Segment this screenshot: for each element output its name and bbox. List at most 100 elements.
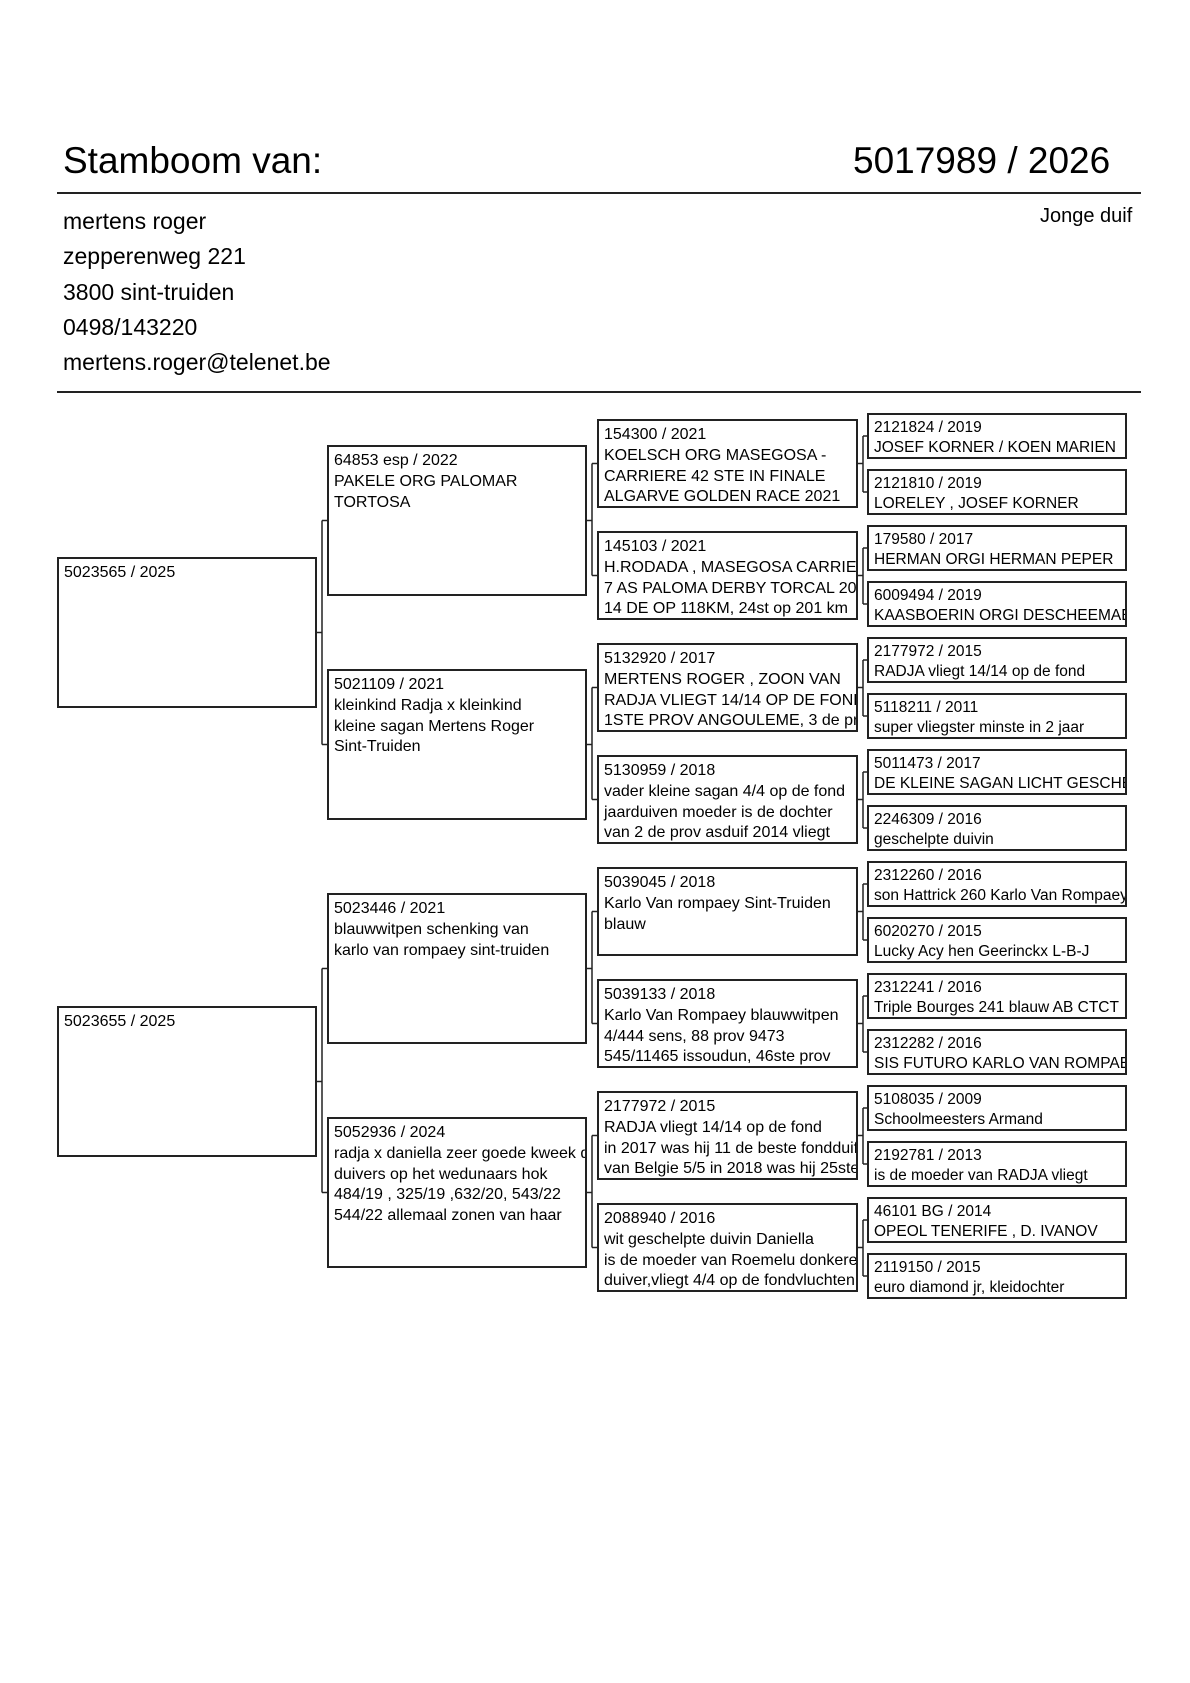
ring-number: 2246309 / 2016 bbox=[874, 811, 982, 828]
ring-number: 2192781 / 2013 bbox=[874, 1147, 982, 1164]
remark-line: CARRIERE 42 STE IN FINALE bbox=[604, 467, 826, 485]
ring-number: 6020270 / 2015 bbox=[874, 923, 982, 940]
remark-line: JOSEF KORNER / KOEN MARIEN bbox=[874, 439, 1117, 456]
remark-line: geschelpte duivin bbox=[874, 831, 994, 848]
ring-number: 2312282 / 2016 bbox=[874, 1035, 982, 1052]
parent-card: 5023565 / 2025 bbox=[57, 557, 317, 708]
owner-email: mertens.roger@telenet.be bbox=[63, 349, 331, 376]
ring-number: 5021109 / 2021 bbox=[334, 676, 445, 693]
remark-line: KOELSCH ORG MASEGOSA - bbox=[604, 446, 827, 464]
ring-number: 2121810 / 2019 bbox=[874, 475, 982, 492]
owner-phone: 0498/143220 bbox=[63, 313, 198, 340]
remark-line: Triple Bourges 241 blauw AB CTCT bbox=[874, 999, 1119, 1016]
ring-number: 2312260 / 2016 bbox=[874, 867, 982, 884]
great-grandparent-card: 2088940 / 2016 wit geschelpte duivin Dani… bbox=[597, 1203, 858, 1292]
ring-number: 5011473 / 2017 bbox=[874, 755, 981, 772]
remark-line: kleine sagan Mertens Roger bbox=[334, 717, 535, 735]
header-divider bbox=[57, 192, 1141, 194]
ring-number: 2088940 / 2016 bbox=[604, 1210, 716, 1227]
remark-line: van Belgie 5/5 in 2018 was hij 25ste bbox=[604, 1160, 858, 1178]
ring-number: 5039045 / 2018 bbox=[604, 874, 716, 891]
ring-number: 5108035 / 2009 bbox=[874, 1091, 982, 1108]
remark-line: 4/444 sens, 88 prov 9473 bbox=[604, 1027, 785, 1045]
great-great-grandparent-card: 2312260 / 2016 son Hattrick 260 Karlo Van… bbox=[867, 861, 1127, 907]
ring-number: 2177972 / 2015 bbox=[874, 643, 982, 660]
ring-number: 154300 / 2021 bbox=[604, 426, 707, 443]
ring-number: 5118211 / 2011 bbox=[874, 699, 979, 716]
ring-number: 2121824 / 2019 bbox=[874, 419, 982, 436]
remark-line: PAKELE ORG PALOMAR bbox=[334, 472, 518, 490]
remark-line: 544/22 allemaal zonen van haar bbox=[334, 1207, 562, 1225]
remark-line: super vliegster minste in 2 jaar bbox=[874, 719, 1085, 736]
ring-number: 145103 / 2021 bbox=[604, 538, 707, 555]
remark-line: Sint-Truiden bbox=[334, 738, 421, 756]
great-great-grandparent-card: 2246309 / 2016 geschelpte duivin bbox=[867, 805, 1127, 851]
remark-line: MERTENS ROGER , ZOON VAN bbox=[604, 670, 841, 688]
remark-line: radja x daniella zeer goede kweek duiv bbox=[334, 1144, 587, 1162]
ring-number: 2119150 / 2015 bbox=[874, 1259, 981, 1276]
remark-line: blauw bbox=[604, 915, 646, 933]
remark-line: HERMAN ORGI HERMAN PEPER bbox=[874, 551, 1114, 568]
remark-line: duiver,vliegt 4/4 op de fondvluchten bbox=[604, 1272, 855, 1290]
remark-line: KAASBOERIN ORGI DESCHEEMAEC bbox=[874, 607, 1127, 624]
subject-ring-number: 5017989 / 2026 bbox=[853, 140, 1111, 181]
remark-line: LORELEY , JOSEF KORNER bbox=[874, 495, 1079, 512]
remark-line: son Hattrick 260 Karlo Van Rompaey bbox=[874, 887, 1127, 904]
remark-line: van 2 de prov asduif 2014 vliegt bbox=[604, 824, 830, 842]
remark-line: DE KLEINE SAGAN LICHT GESCHEl bbox=[874, 775, 1127, 792]
ring-number: 5052936 / 2024 bbox=[334, 1124, 446, 1141]
remark-line: is de moeder van Roemelu donkere bbox=[604, 1251, 858, 1269]
ring-number: 5023446 / 2021 bbox=[334, 900, 446, 917]
remark-line: SIS FUTURO KARLO VAN ROMPAE bbox=[874, 1055, 1127, 1072]
remark-line: Karlo Van rompaey Sint-Truiden bbox=[604, 894, 831, 912]
remark-line: TORTOSA bbox=[334, 493, 411, 511]
pigeon-type-label: Jonge duif bbox=[1040, 205, 1133, 227]
remark-line: H.RODADA , MASEGOSA CARRIE bbox=[604, 558, 857, 576]
parent-card: 5023655 / 2025 bbox=[57, 1006, 317, 1157]
owner-city: 3800 sint-truiden bbox=[63, 278, 235, 305]
ring-number: 2177972 / 2015 bbox=[604, 1098, 716, 1115]
remark-line: 14 DE OP 118KM, 24st op 201 km bbox=[604, 600, 848, 618]
remark-line: jaarduiven moeder is de dochter bbox=[604, 803, 833, 821]
ring-number: 46101 BG / 2014 bbox=[874, 1203, 992, 1220]
remark-line: wit geschelpte duivin Daniella bbox=[604, 1230, 814, 1248]
remark-line: Lucky Acy hen Geerinckx L-B-J bbox=[874, 943, 1090, 960]
great-great-grandparent-card: 5011473 / 2017 DE KLEINE SAGAN LICHT GESC… bbox=[867, 749, 1127, 795]
remark-line: kleinkind Radja x kleinkind bbox=[334, 696, 522, 714]
ring-number: 5132920 / 2017 bbox=[604, 650, 716, 667]
remark-line: 7 AS PALOMA DERBY TORCAL 202 bbox=[604, 579, 858, 597]
ring-number: 5023565 / 2025 bbox=[64, 564, 176, 581]
owner-block: mertens roger zepperenweg 221 3800 sint-… bbox=[63, 204, 331, 380]
page-title: Stamboom van: bbox=[63, 140, 323, 181]
remark-line: ALGARVE GOLDEN RACE 2021 bbox=[604, 488, 841, 506]
owner-divider bbox=[57, 391, 1141, 393]
remark-line: Karlo Van Rompaey blauwwitpen bbox=[604, 1006, 839, 1024]
remark-line: RADJA vliegt 14/14 op de fond bbox=[874, 663, 1086, 680]
remark-line: euro diamond jr, kleidochter bbox=[874, 1279, 1065, 1296]
remark-line: vader kleine sagan 4/4 op de fond bbox=[604, 782, 846, 800]
ring-number: 6009494 / 2019 bbox=[874, 587, 982, 604]
grandparent-card: 5021109 / 2021 kleinkind Radja x kleinkin… bbox=[327, 669, 587, 820]
remark-line: 545/11465 issoudun, 46ste prov bbox=[604, 1048, 831, 1066]
remark-line: RADJA VLIEGT 14/14 OP DE FOND bbox=[604, 691, 858, 709]
great-great-grandparent-card: 5118211 / 2011 super vliegster minste in … bbox=[867, 693, 1127, 739]
grandparent-card: 5052936 / 2024 radja x daniella zeer goed… bbox=[327, 1117, 587, 1268]
great-great-grandparent-card: 2119150 / 2015 euro diamond jr, kleidocht… bbox=[867, 1253, 1127, 1299]
ring-number: 2312241 / 2016 bbox=[874, 979, 982, 996]
